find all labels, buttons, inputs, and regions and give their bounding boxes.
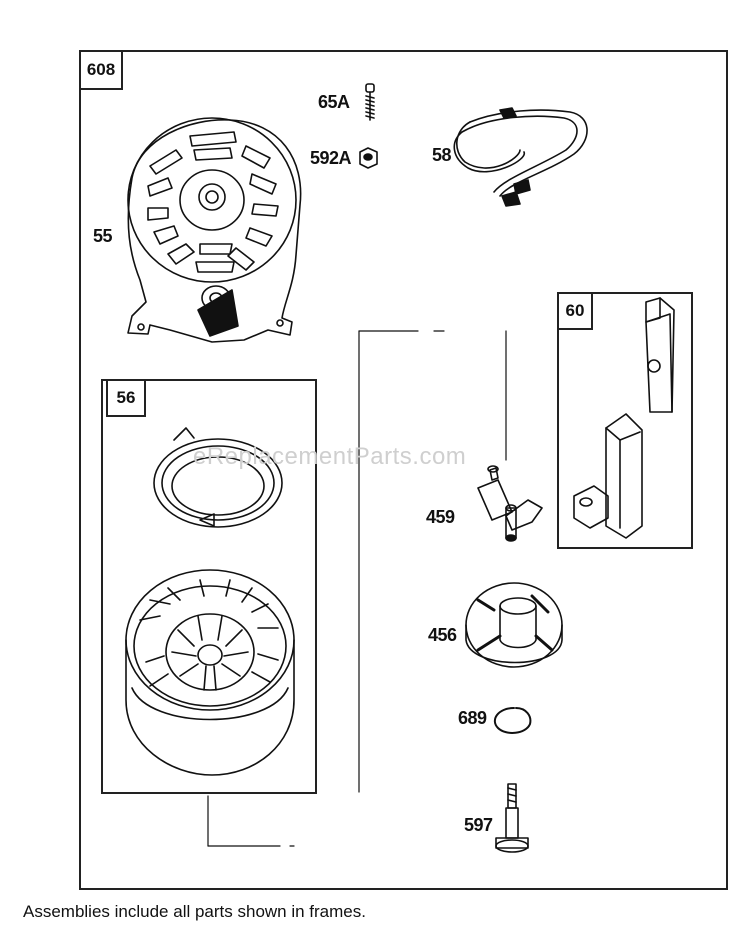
part-label-bolt: 597 bbox=[464, 815, 493, 835]
pawl-drawing bbox=[477, 465, 543, 542]
main-frame-number: 608 bbox=[79, 50, 123, 90]
recoil-spring-drawing bbox=[153, 427, 283, 528]
retainer-drawing bbox=[465, 582, 563, 668]
pawl-frame-number: 60 bbox=[557, 292, 593, 330]
main-assembly-frame bbox=[79, 50, 728, 890]
pawl-assembly-drawing bbox=[573, 297, 675, 539]
nut-drawing bbox=[359, 147, 378, 169]
starter-frame-number: 56 bbox=[106, 379, 146, 417]
ring-drawing bbox=[493, 707, 532, 734]
leader-lines bbox=[207, 330, 507, 847]
part-label-ring: 689 bbox=[458, 708, 487, 728]
part-label-screw: 65A bbox=[318, 92, 350, 112]
pawl-assembly-frame bbox=[557, 292, 693, 549]
bolt-drawing bbox=[495, 783, 529, 853]
watermark-text: eReplacementParts.com bbox=[193, 443, 467, 470]
blower-housing-drawing bbox=[127, 117, 302, 343]
part-label-rope: 58 bbox=[432, 145, 452, 165]
screw-drawing bbox=[365, 83, 375, 121]
part-label-retainer: 456 bbox=[428, 625, 457, 645]
starter-assembly-frame bbox=[101, 379, 317, 794]
part-label-housing: 55 bbox=[93, 226, 113, 246]
rope-drawing bbox=[453, 107, 588, 207]
part-label-pawl: 459 bbox=[426, 507, 455, 527]
starter-pulley-drawing bbox=[125, 569, 295, 776]
footnote: Assemblies include all parts shown in fr… bbox=[23, 902, 366, 921]
part-label-nut: 592A bbox=[310, 148, 352, 168]
